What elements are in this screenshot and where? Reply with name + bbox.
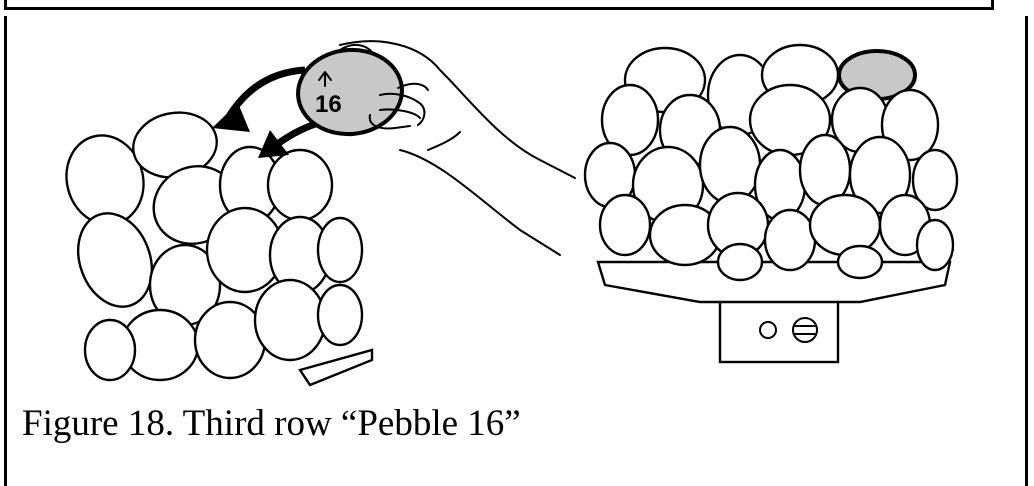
figure-frame [4,16,1028,486]
figure-18-illustration: 16 [65,40,959,387]
pebble-16 [296,47,404,137]
hand-holding-pebble: 16 [296,40,576,256]
right-heater [583,43,959,364]
left-stone-stack [65,111,374,387]
top-border-box [4,0,994,10]
pebble-number: 16 [315,91,342,118]
figure-caption: Figure 18. Third row “Pebble 16” [22,403,521,444]
